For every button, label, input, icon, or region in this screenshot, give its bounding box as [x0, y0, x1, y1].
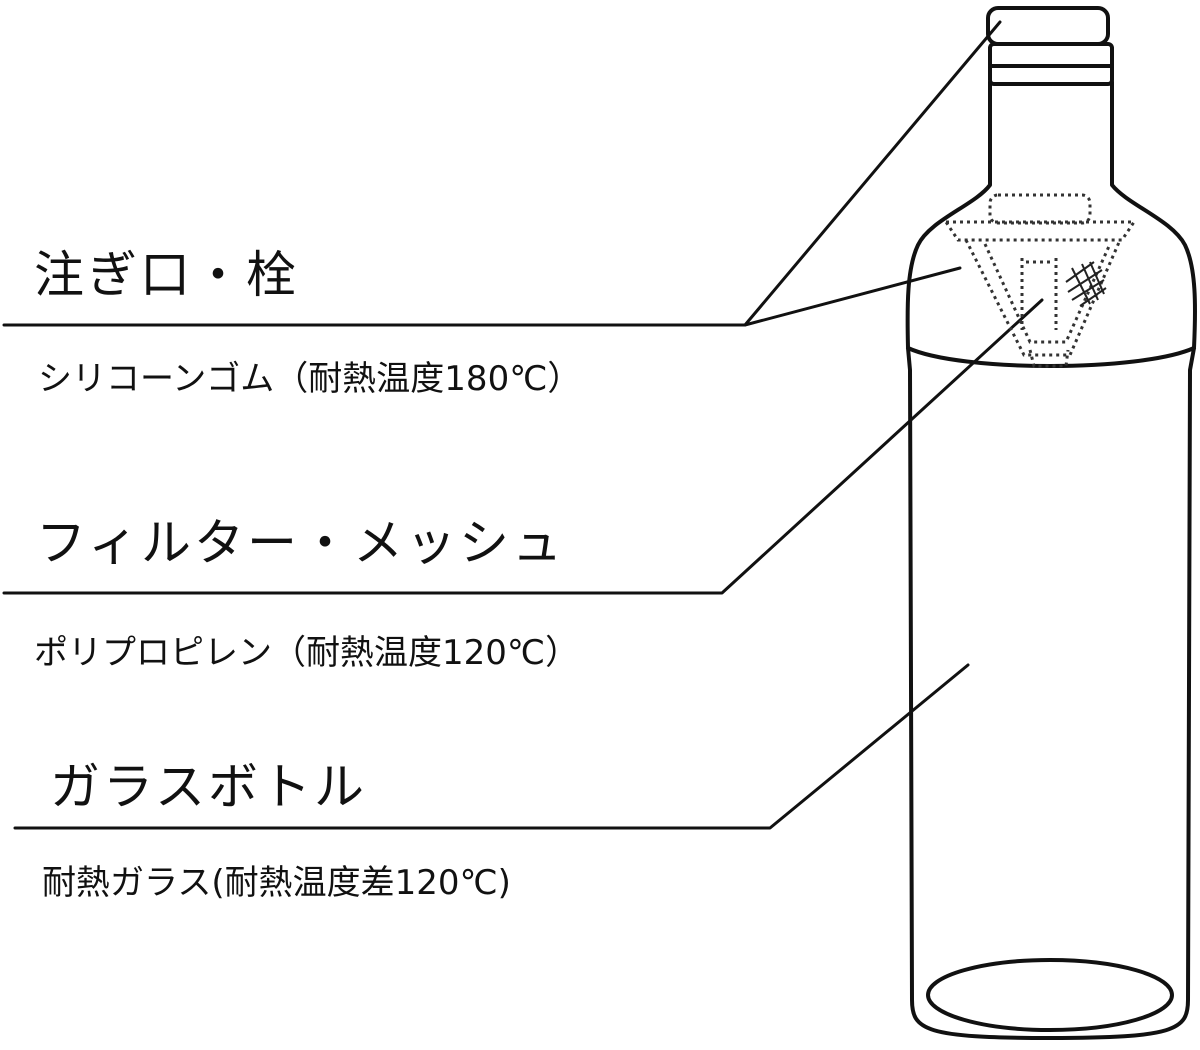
- label-spout-stopper: 注ぎ口・栓: [34, 246, 299, 304]
- desc-glass-bottle: 耐熱ガラス(耐熱温度差120℃): [42, 863, 511, 903]
- glass-bottle-outline: [905, 80, 1198, 1040]
- desc-spout-stopper: シリコーンゴム（耐熱温度180℃）: [38, 359, 582, 399]
- leader-line-spout-branch: [743, 266, 962, 327]
- leader-line-bottle: [13, 663, 970, 830]
- stopper-outline: [986, 6, 1114, 86]
- label-glass-bottle: ガラスボトル: [50, 758, 367, 816]
- mesh-patch: [1065, 261, 1107, 307]
- filter-mesh-outline: [943, 193, 1137, 368]
- leader-line-filter: [2, 298, 1044, 595]
- desc-filter-mesh: ポリプロピレン（耐熱温度120℃）: [34, 633, 580, 673]
- label-filter-mesh: フィルター・メッシュ: [36, 514, 565, 572]
- leader-lines: [2, 20, 1044, 830]
